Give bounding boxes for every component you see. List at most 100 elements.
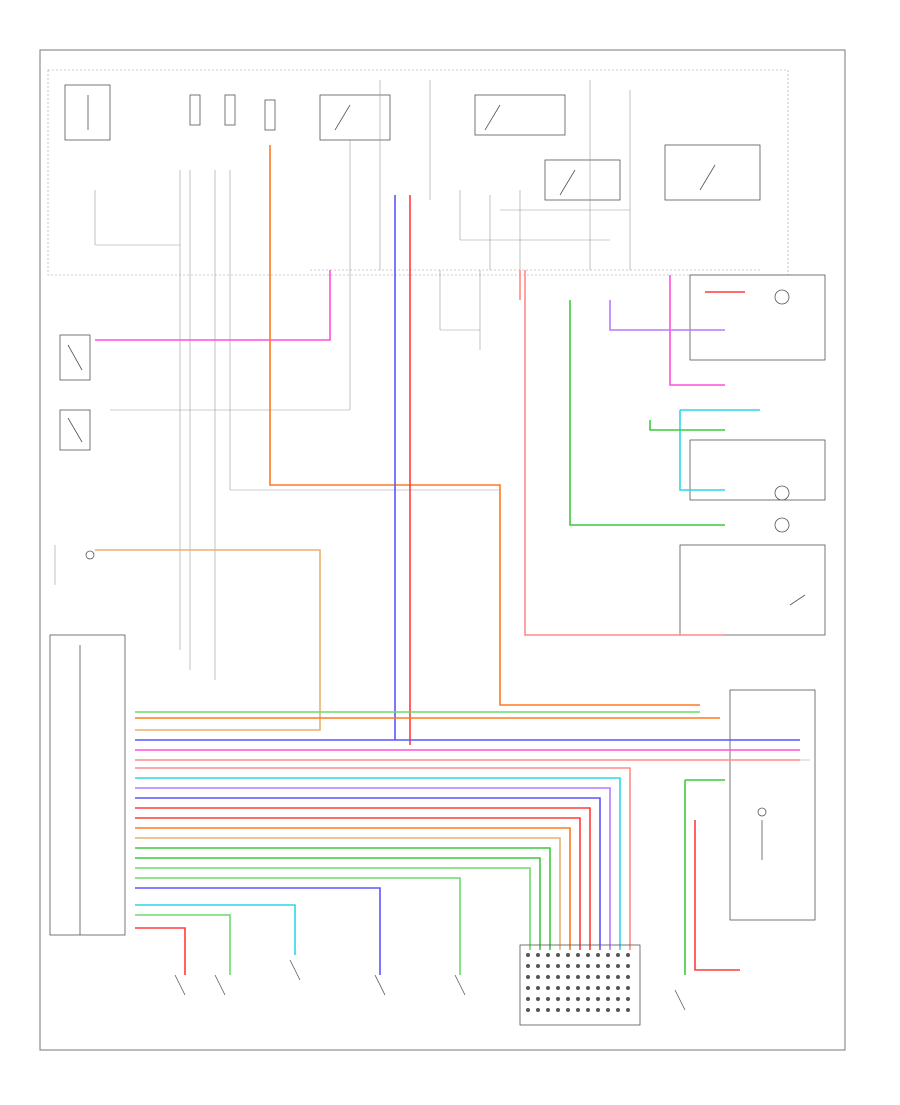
connector-pin-58 — [616, 997, 620, 1001]
connector-pin-41 — [586, 1008, 590, 1012]
connector-pin-5 — [526, 1008, 530, 1012]
connector-pin-40 — [586, 997, 590, 1001]
wire-violet-11 — [609, 300, 725, 331]
connector-pin-1 — [526, 964, 530, 968]
connector-pin-60 — [626, 953, 630, 957]
wire-red-22 — [135, 807, 591, 950]
connector-pin-11 — [536, 1008, 540, 1012]
connector-pin-14 — [546, 975, 550, 979]
connector-pin-49 — [606, 964, 610, 968]
connector-pin-55 — [616, 964, 620, 968]
connector-pin-21 — [556, 986, 560, 990]
connector-pin-52 — [606, 997, 610, 1001]
wire-red-36 — [694, 820, 740, 971]
connector-pin-31 — [576, 964, 580, 968]
connector-pin-47 — [596, 1008, 600, 1012]
gray-harness — [94, 170, 500, 680]
connector-pin-29 — [566, 1008, 570, 1012]
diagram-frame — [39, 49, 846, 1051]
connector-pin-38 — [586, 975, 590, 979]
connector-pin-24 — [566, 953, 570, 957]
wire-tan-12 — [95, 549, 321, 731]
wire-blue-21 — [135, 797, 601, 950]
connector-pin-22 — [556, 997, 560, 1001]
connector-pin-3 — [526, 986, 530, 990]
connector-pin-26 — [566, 975, 570, 979]
wire-pink-6 — [669, 275, 725, 386]
connector-pin-18 — [556, 953, 560, 957]
wire-tan-25 — [135, 837, 561, 950]
wire-cyan-19 — [135, 777, 621, 950]
connector-pin-42 — [596, 953, 600, 957]
wire-green-26 — [135, 847, 551, 950]
connector-pin-63 — [626, 986, 630, 990]
wire-light-green-28 — [135, 867, 531, 950]
left-devices — [54, 334, 95, 585]
connector-pin-4 — [526, 997, 530, 1001]
connector-pin-10 — [536, 997, 540, 1001]
wire-cyan-7 — [679, 410, 725, 491]
connector-pin-6 — [536, 953, 540, 957]
connector-pin-59 — [616, 1008, 620, 1012]
connector-pin-2 — [526, 975, 530, 979]
connector-pin-23 — [556, 1008, 560, 1012]
connector-pin-34 — [576, 997, 580, 1001]
connector-pin-27 — [566, 986, 570, 990]
connector-pin-19 — [556, 964, 560, 968]
connector-pin-9 — [536, 986, 540, 990]
bottom-switches — [174, 944, 686, 1026]
connector-pin-50 — [606, 975, 610, 979]
connector-pin-17 — [546, 1008, 550, 1012]
connector-pin-15 — [546, 986, 550, 990]
wire-red-23 — [135, 817, 581, 950]
wire-pink-0 — [95, 270, 331, 341]
connector-pin-56 — [616, 975, 620, 979]
connector-pin-28 — [566, 997, 570, 1001]
connector-pin-16 — [546, 997, 550, 1001]
connector-pin-30 — [576, 953, 580, 957]
connector-pin-53 — [606, 1008, 610, 1012]
connector-pin-0 — [526, 953, 530, 957]
wire-orange-1 — [269, 145, 700, 706]
wire-green-27 — [135, 857, 541, 950]
wire-light-red-18 — [135, 767, 631, 950]
connector-pin-20 — [556, 975, 560, 979]
fuse-relay-block — [47, 69, 789, 276]
connector-pin-46 — [596, 997, 600, 1001]
wire-orange-24 — [135, 827, 571, 950]
connector-pin-37 — [586, 964, 590, 968]
wire-green-5 — [569, 300, 725, 526]
wire-violet-20 — [135, 787, 611, 950]
wire-light-green-32 — [135, 914, 231, 975]
connector-pin-65 — [626, 1008, 630, 1012]
connector-pin-12 — [546, 953, 550, 957]
wire-light-red-4 — [524, 270, 725, 636]
connector-pin-8 — [536, 975, 540, 979]
connector-pin-25 — [566, 964, 570, 968]
wire-cyan-31 — [135, 904, 296, 955]
connector-pin-48 — [606, 953, 610, 957]
connector-pin-35 — [576, 1008, 580, 1012]
wire-red-33 — [135, 927, 186, 975]
connector-pin-54 — [616, 953, 620, 957]
connector-pin-33 — [576, 986, 580, 990]
connector-pin-45 — [596, 986, 600, 990]
connector-pin-39 — [586, 986, 590, 990]
connector-pin-32 — [576, 975, 580, 979]
wire-green-9 — [649, 420, 725, 431]
connector-pin-36 — [586, 953, 590, 957]
connector-pin-44 — [596, 975, 600, 979]
wire-blue-30 — [135, 887, 381, 975]
connector-pin-43 — [596, 964, 600, 968]
connector-pin-62 — [626, 975, 630, 979]
connector-pin-7 — [536, 964, 540, 968]
colored-wires — [95, 145, 800, 975]
connector-pin-51 — [606, 986, 610, 990]
wire-light-green-29 — [135, 877, 461, 975]
right-components — [679, 274, 826, 921]
connector-pin-57 — [616, 986, 620, 990]
connector-pin-61 — [626, 964, 630, 968]
connector-pins — [526, 953, 630, 1012]
